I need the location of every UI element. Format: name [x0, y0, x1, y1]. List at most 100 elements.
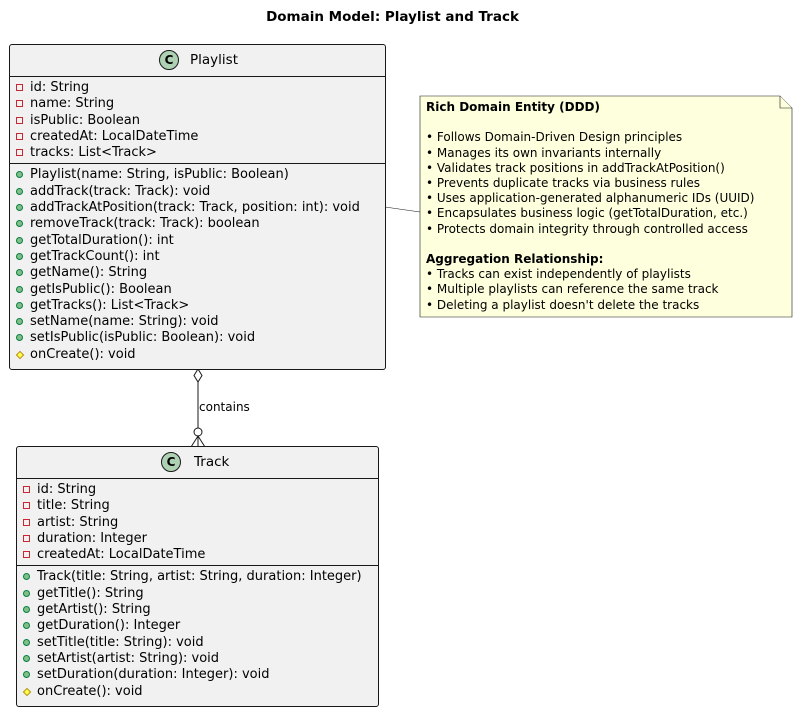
note-line: • Manages its own invariants internally	[426, 145, 662, 160]
public-visibility-icon	[16, 236, 23, 244]
class-member: getTrackCount(): int	[10, 249, 385, 265]
class-member: addTrack(track: Track): void	[10, 184, 385, 200]
relationship-label: contains	[199, 400, 250, 414]
note-fold	[779, 96, 792, 109]
member-text: getArtist(): String	[37, 602, 151, 618]
public-visibility-icon	[16, 171, 23, 179]
class-member: setIsPublic(isPublic: Boolean): void	[10, 330, 385, 346]
ddd-note: Rich Domain Entity (DDD)• Follows Domain…	[420, 96, 792, 317]
class-header: C Playlist	[10, 45, 385, 77]
note-line: • Protects domain integrity through cont…	[426, 221, 748, 236]
public-visibility-icon	[23, 671, 30, 679]
member-text: addTrackAtPosition(track: Track, positio…	[30, 200, 360, 216]
class-member: Playlist(name: String, isPublic: Boolean…	[10, 167, 385, 183]
member-text: id: String	[30, 80, 90, 95]
private-visibility-icon	[23, 534, 30, 542]
member-text: createdAt: LocalDateTime	[30, 128, 199, 144]
note-line: • Encapsulates business logic (getTotalD…	[426, 206, 748, 221]
note-line: • Prevents duplicate tracks via business…	[426, 176, 701, 190]
member-text: getDuration(): Integer	[37, 618, 181, 634]
class-member: getName(): String	[10, 265, 385, 281]
public-visibility-icon	[23, 573, 30, 581]
private-visibility-icon	[16, 100, 23, 108]
private-visibility-icon	[16, 84, 23, 91]
class-member: getIsPublic(): Boolean	[10, 282, 385, 298]
note-line	[426, 237, 786, 252]
methods-section: Track(title: String, artist: String, dur…	[17, 566, 378, 701]
public-visibility-icon	[23, 638, 30, 646]
public-visibility-icon	[23, 654, 30, 662]
class-member: setName(name: String): void	[10, 314, 385, 330]
public-visibility-icon	[16, 301, 23, 309]
public-visibility-icon	[23, 589, 30, 597]
member-text: setIsPublic(isPublic: Boolean): void	[30, 330, 256, 346]
public-visibility-icon	[16, 187, 23, 195]
member-text: setArtist(artist: String): void	[37, 650, 220, 666]
member-text: getTitle(): String	[37, 585, 144, 601]
class-member: tracks: List<Track>	[10, 145, 385, 161]
class-member: getArtist(): String	[17, 602, 378, 618]
methods-section: Playlist(name: String, isPublic: Boolean…	[10, 164, 385, 365]
public-visibility-icon	[23, 606, 30, 614]
member-text: setDuration(duration: Integer): void	[37, 667, 270, 683]
class-name: Track	[194, 454, 230, 470]
note-line: • Multiple playlists can reference the s…	[426, 282, 719, 297]
class-member: id: String	[10, 80, 385, 96]
class-member: createdAt: LocalDateTime	[17, 547, 378, 563]
member-text: onCreate(): void	[30, 346, 136, 362]
private-visibility-icon	[23, 502, 30, 510]
member-text: id: String	[37, 482, 97, 497]
public-visibility-icon	[16, 252, 23, 260]
aggregation-diamond	[193, 368, 203, 383]
class-member: getTitle(): String	[17, 586, 378, 602]
member-text: setTitle(title: String): void	[37, 634, 204, 650]
member-text: createdAt: LocalDateTime	[37, 547, 206, 563]
class-name: Playlist	[190, 52, 238, 68]
member-text: setName(name: String): void	[30, 314, 219, 330]
class-member: name: String	[10, 96, 385, 112]
member-text: name: String	[30, 96, 115, 112]
class-member: duration: Integer	[17, 531, 378, 547]
class-member: createdAt: LocalDateTime	[10, 129, 385, 145]
member-text: Track(title: String, artist: String, dur…	[37, 569, 362, 585]
member-text: title: String	[37, 498, 110, 514]
member-text: getTotalDuration(): int	[30, 232, 174, 248]
member-text: Playlist(name: String, isPublic: Boolean…	[30, 167, 289, 183]
class-member: onCreate(): void	[10, 347, 385, 363]
member-text: getTrackCount(): int	[30, 248, 160, 264]
private-visibility-icon	[23, 486, 30, 493]
class-member: artist: String	[17, 515, 378, 531]
class-member: Track(title: String, artist: String, dur…	[17, 569, 378, 585]
note-line: • Validates track positions in addTrackA…	[426, 160, 725, 175]
public-visibility-icon	[16, 204, 23, 212]
class-member: setTitle(title: String): void	[17, 635, 378, 651]
class-member: getDuration(): Integer	[17, 618, 378, 634]
member-text: duration: Integer	[37, 530, 147, 546]
private-visibility-icon	[16, 132, 23, 140]
note-line: • Deleting a playlist doesn't delete the…	[426, 297, 700, 312]
note-heading: Rich Domain Entity (DDD)	[426, 100, 601, 114]
member-text: removeTrack(track: Track): boolean	[30, 216, 260, 232]
member-text: onCreate(): void	[37, 683, 143, 699]
class-c-icon: C	[161, 452, 181, 472]
class-header: C Track	[17, 447, 378, 479]
class-member: isPublic: Boolean	[10, 113, 385, 129]
class-member: removeTrack(track: Track): boolean	[10, 216, 385, 232]
member-text: getTracks(): List<Track>	[30, 297, 190, 313]
private-visibility-icon	[23, 518, 30, 526]
class-member: getTotalDuration(): int	[10, 233, 385, 249]
protected-visibility-icon	[15, 350, 25, 359]
member-text: isPublic: Boolean	[30, 112, 141, 128]
class-c-icon: C	[159, 50, 179, 70]
crows-foot	[190, 435, 206, 448]
member-text: getName(): String	[30, 265, 148, 281]
public-visibility-icon	[16, 334, 23, 342]
public-visibility-icon	[16, 269, 23, 277]
class-member: onCreate(): void	[17, 684, 378, 700]
private-visibility-icon	[23, 551, 30, 559]
